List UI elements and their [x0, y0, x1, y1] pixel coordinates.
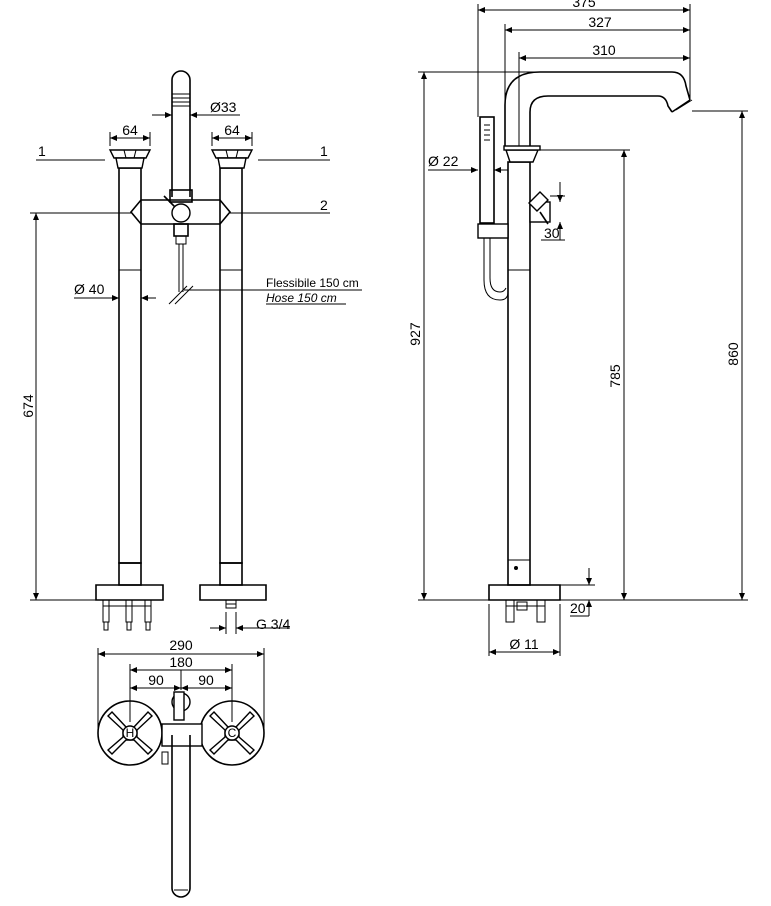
hose-label-it: Flessibile 150 cm: [266, 276, 359, 290]
callout-left: 1: [38, 143, 46, 159]
cold-mark: C: [228, 726, 237, 740]
side-spout-arm: [504, 71, 691, 150]
right-cross-handle: [210, 149, 254, 159]
callout-lever: 2: [320, 197, 328, 213]
side-column: [507, 161, 531, 586]
top-view: H C 290 180 90 90: [97, 637, 265, 898]
dim-reach-mid: 327: [588, 14, 612, 30]
dim-base-diameter: Ø 11: [509, 636, 539, 652]
dim-reach-total: 375: [572, 0, 596, 10]
right-base-plate: [199, 584, 267, 601]
dim-height: 674: [20, 394, 36, 418]
front-view: 64 64 Ø33 1 1 2 Ø 40 674 Flessibile 150 …: [20, 70, 362, 634]
side-base: [488, 584, 561, 601]
dim-height-body: 785: [607, 364, 623, 388]
dim-reach-spout: 310: [592, 42, 616, 58]
hose-label-en: Hose 150 cm: [266, 291, 337, 305]
dim-half-right: 90: [198, 672, 214, 688]
diverter-knob: [171, 203, 191, 223]
dim-height-total: 927: [407, 322, 423, 346]
dim-width-centers: 180: [169, 654, 193, 670]
dim-handle-width-right: 64: [224, 122, 240, 138]
dim-base-height: 20: [570, 600, 586, 616]
dim-width-total: 290: [169, 637, 193, 653]
hand-shower: [479, 116, 495, 224]
left-cross-handle: [108, 149, 152, 159]
dim-thread: G 3/4: [256, 616, 290, 632]
left-column: [118, 167, 142, 564]
spout: [171, 70, 191, 197]
dim-lever-offset: 30: [544, 225, 560, 241]
dim-height-spout: 860: [725, 342, 741, 366]
left-base-plate: [95, 584, 164, 601]
hot-mark: H: [126, 726, 135, 740]
dim-spout-diameter: Ø33: [210, 99, 237, 115]
mixer-body-top: [161, 723, 203, 747]
side-handle: [505, 149, 540, 163]
right-column: [219, 167, 243, 564]
callout-right: 1: [320, 143, 328, 159]
dim-column-diameter: Ø 40: [74, 281, 105, 297]
dim-handle-width-left: 64: [122, 122, 138, 138]
dim-half-left: 90: [148, 672, 164, 688]
dim-shower-diameter: Ø 22: [428, 153, 459, 169]
side-view: 375 327 310 Ø 22 30 927 785 860 20 Ø 11: [407, 0, 748, 656]
spout-top: [171, 735, 191, 898]
